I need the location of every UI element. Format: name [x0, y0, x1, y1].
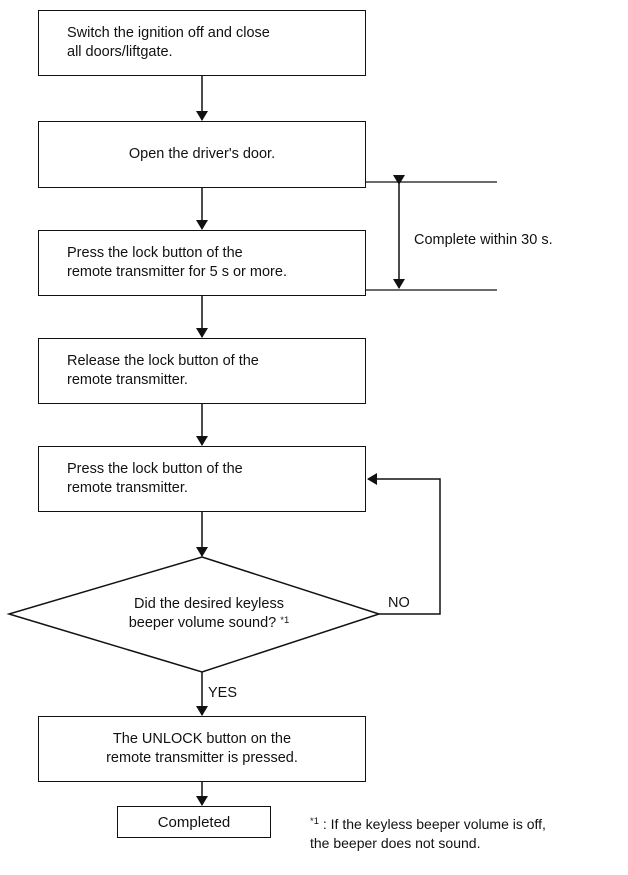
step-box-release-lock: Release the lock button of the remote tr… [38, 338, 366, 404]
step-text: Press the lock button of the remote tran… [67, 461, 243, 496]
no-branch-label: NO [388, 595, 410, 611]
step-text: Press the lock button of the remote tran… [67, 245, 287, 280]
step-box-press-lock-5s: Press the lock button of the remote tran… [38, 230, 366, 296]
step-text: The UNLOCK button on the remote transmit… [106, 731, 298, 766]
decision-question-text: Did the desired keyless beeper volume so… [128, 596, 284, 631]
step-box-switch-ignition-off: Switch the ignition off and close all do… [38, 10, 366, 76]
decision-diamond [6, 556, 382, 673]
step-box-open-drivers-door: Open the driver's door. [38, 121, 366, 188]
step-box-unlock-pressed: The UNLOCK button on the remote transmit… [38, 716, 366, 782]
step-text: Open the driver's door. [128, 146, 276, 162]
decision-question: Did the desired keyless beeper volume so… [74, 595, 344, 633]
end-text: Completed [157, 813, 231, 831]
arrow-no-loop [367, 473, 441, 615]
footnote-mark: *1 [310, 816, 319, 827]
timing-label: Complete within 30 s. [414, 232, 553, 248]
yes-branch-label: YES [208, 685, 238, 701]
decision-footnote-mark: *1 [280, 615, 290, 626]
step-box-press-lock: Press the lock button of the remote tran… [38, 446, 366, 512]
step-text: Release the lock button of the remote tr… [67, 353, 259, 388]
step-text: Switch the ignition off and close all do… [67, 25, 270, 60]
footnote: *1 : If the keyless beeper volume is off… [310, 815, 546, 853]
footnote-text: : If the keyless beeper volume is off, t… [310, 816, 546, 851]
end-box-completed: Completed [117, 806, 271, 838]
